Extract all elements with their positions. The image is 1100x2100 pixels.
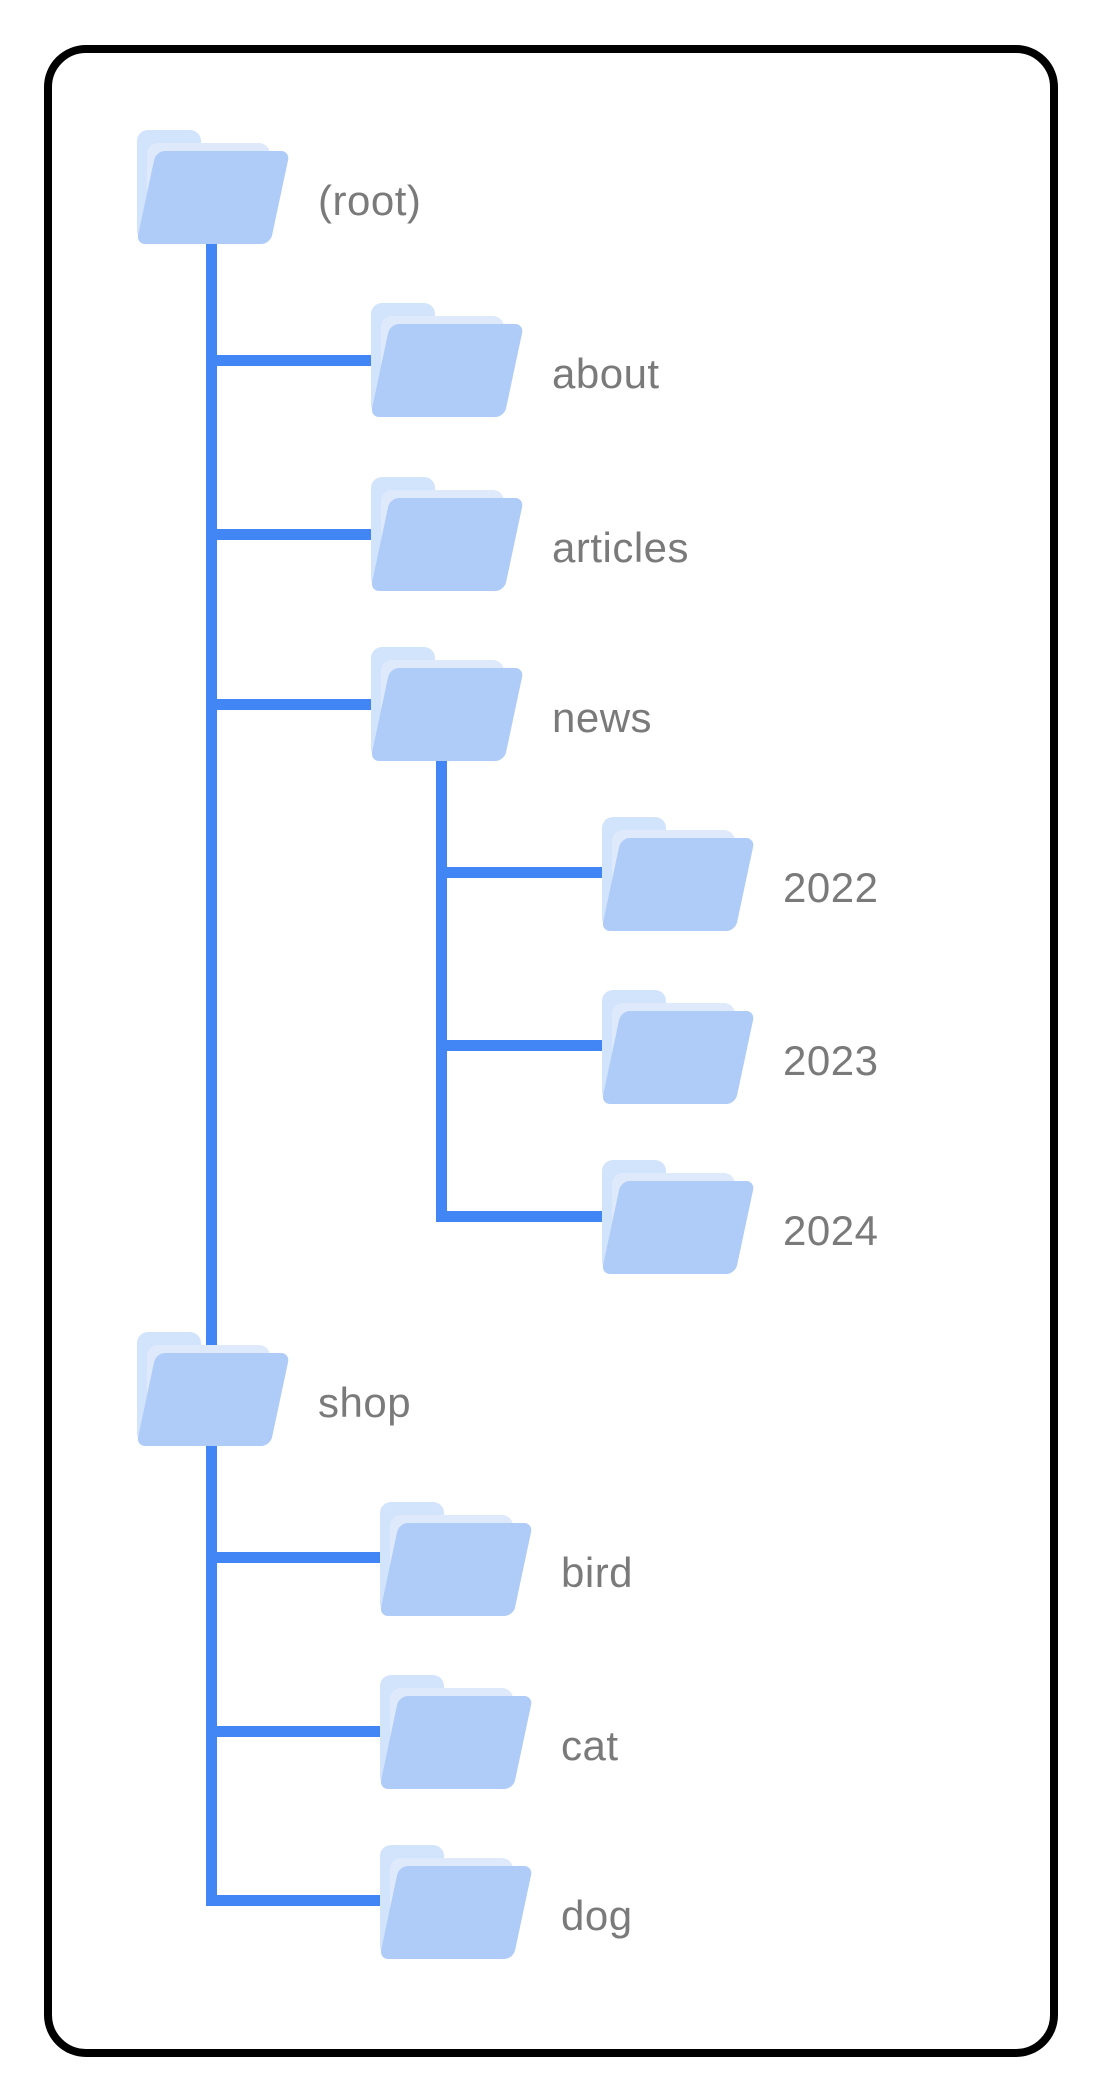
folder-front-panel xyxy=(370,324,524,417)
folder-icon xyxy=(136,130,290,244)
folder-front-panel xyxy=(379,1523,533,1616)
folder-node-root: (root) xyxy=(136,130,421,244)
connector-line-branch-dog xyxy=(206,1895,430,1906)
folder-label-articles: articles xyxy=(552,524,690,571)
folder-label-2022: 2022 xyxy=(783,864,879,911)
folder-label-dog: dog xyxy=(561,1892,633,1939)
folder-node-2023: 2023 xyxy=(601,990,878,1104)
folder-front-panel xyxy=(136,151,290,244)
connector-line-branch-2022 xyxy=(436,867,650,878)
connector-line-branch-bird xyxy=(206,1552,430,1563)
folder-node-2022: 2022 xyxy=(601,817,878,931)
folder-front-panel xyxy=(379,1866,533,1959)
folder-node-news: news xyxy=(370,647,652,761)
folder-node-dog: dog xyxy=(379,1845,632,1959)
folder-label-2024: 2024 xyxy=(783,1207,879,1254)
folder-label-bird: bird xyxy=(561,1549,634,1596)
connector-line-branch-2024 xyxy=(436,1211,650,1222)
folder-node-2024: 2024 xyxy=(601,1160,878,1274)
folder-icon xyxy=(370,477,524,591)
folder-front-panel xyxy=(601,1011,755,1104)
folder-icon xyxy=(370,303,524,417)
folder-icon xyxy=(379,1845,533,1959)
folder-front-panel xyxy=(379,1696,533,1789)
folder-icon xyxy=(136,1332,290,1446)
folder-icon xyxy=(379,1502,533,1616)
folder-front-panel xyxy=(601,838,755,931)
connector-line-trunk-news xyxy=(436,745,447,1222)
folder-label-cat: cat xyxy=(561,1722,619,1769)
folder-label-root: (root) xyxy=(318,177,422,224)
site-structure-card xyxy=(44,45,1058,2057)
connector-line-trunk-root xyxy=(206,230,217,1906)
connector-line-branch-about xyxy=(206,355,420,366)
connector-line-branch-news xyxy=(206,699,420,710)
folder-icon xyxy=(601,990,755,1104)
folder-label-news: news xyxy=(552,694,653,741)
folder-node-bird: bird xyxy=(379,1502,633,1616)
folder-front-panel xyxy=(370,498,524,591)
folder-label-2023: 2023 xyxy=(783,1037,879,1084)
folder-front-panel xyxy=(136,1353,290,1446)
folder-icon xyxy=(601,1160,755,1274)
folder-icon xyxy=(379,1675,533,1789)
connector-line-branch-articles xyxy=(206,529,420,540)
folder-label-shop: shop xyxy=(318,1379,412,1426)
connector-line-branch-cat xyxy=(206,1726,430,1737)
connector-line-branch-2023 xyxy=(436,1040,650,1051)
folder-node-articles: articles xyxy=(370,477,689,591)
folder-front-panel xyxy=(601,1181,755,1274)
folder-node-cat: cat xyxy=(379,1675,618,1789)
folder-icon xyxy=(601,817,755,931)
folder-node-shop: shop xyxy=(136,1332,411,1446)
folder-node-about: about xyxy=(370,303,659,417)
folder-icon xyxy=(370,647,524,761)
folder-front-panel xyxy=(370,668,524,761)
folder-label-about: about xyxy=(552,350,660,397)
